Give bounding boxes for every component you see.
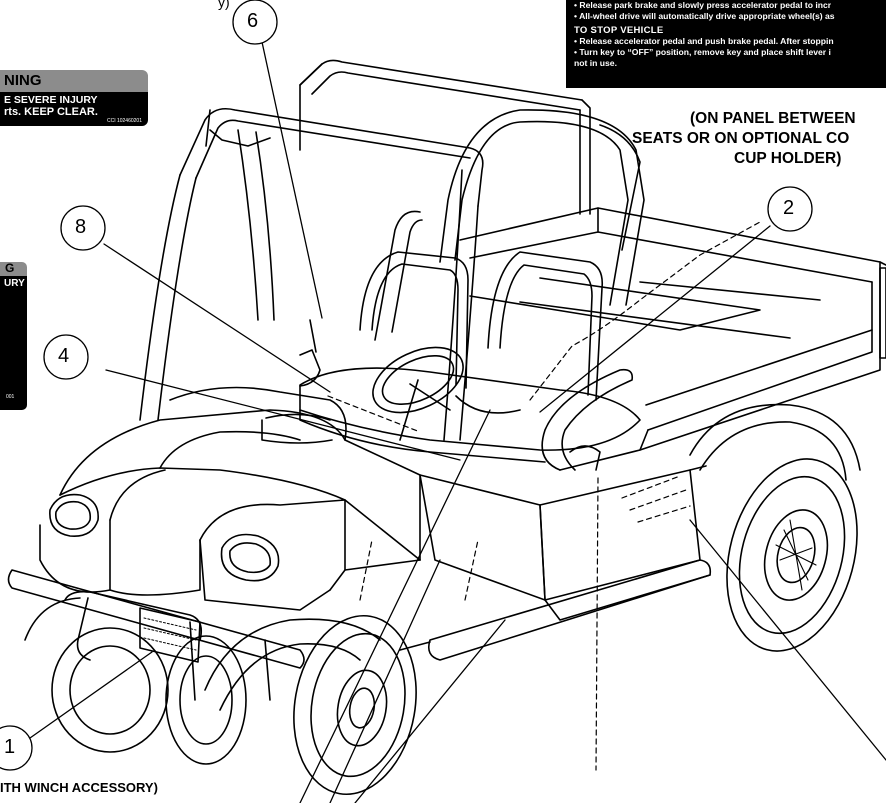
callout-number-2: 2 — [783, 197, 795, 219]
grab-bar — [541, 368, 634, 471]
rops-rear-post — [209, 129, 271, 147]
warning-decal-1: NING E SEVERE INJURY rts. KEEP CLEAR. CC… — [0, 70, 148, 126]
steering-wheel — [372, 346, 464, 414]
warning-decal-1-body: E SEVERE INJURY rts. KEEP CLEAR. CCI 102… — [0, 92, 148, 126]
leader-lines — [29, 41, 886, 803]
dashboard — [169, 386, 347, 441]
front-wheel-right-hub — [336, 669, 388, 747]
callout-circle-2 — [767, 186, 813, 232]
rear-wheel-hub — [763, 509, 829, 601]
headlight-right — [220, 533, 280, 582]
placement-note-line-2: SEATS OR ON OPTIONAL CO — [632, 130, 850, 147]
running-board — [427, 559, 712, 661]
front-fender-right — [204, 618, 381, 691]
top-partial-text: y) — [218, 0, 230, 10]
callout-number-4: 4 — [58, 345, 70, 367]
callout-circle-4 — [43, 334, 89, 380]
rops-post-center — [459, 205, 479, 441]
warning-decal-2-body: URY 001 — [0, 276, 27, 410]
rops-front-post-left — [139, 174, 181, 421]
seat-cushion — [299, 367, 641, 451]
placement-note-line-1: (ON PANEL BETWEEN — [690, 110, 856, 127]
front-wheel-left — [51, 627, 169, 753]
callout-circles — [0, 0, 813, 771]
seat-back-left — [359, 251, 469, 389]
decal-location-dashes — [327, 221, 761, 771]
front-wheel-right — [293, 614, 417, 796]
body-side-panel — [539, 469, 701, 601]
placement-note-line-3: CUP HOLDER) — [734, 150, 842, 167]
rear-fender — [689, 403, 861, 471]
winch-grille — [139, 607, 201, 663]
front-bumper — [7, 569, 305, 669]
operating-instructions-decal: • Release park brake and slowly press ac… — [566, 0, 886, 88]
callout-circle-6 — [232, 0, 278, 45]
callout-number-6: 6 — [247, 10, 259, 32]
callout-circle-8 — [60, 205, 106, 251]
rops-a-pillar-right — [599, 124, 641, 251]
callout-circle-1 — [0, 725, 33, 771]
rear-wheel — [726, 458, 858, 652]
rops-rear-frame — [179, 107, 484, 207]
front-fender-left — [24, 597, 81, 641]
seat-back-right — [487, 251, 604, 401]
winch-accessory-note: ITH WINCH ACCESSORY) — [0, 780, 158, 795]
callout-number-8: 8 — [75, 216, 87, 238]
front-hood — [59, 409, 421, 561]
callout-number-1: 1 — [4, 736, 16, 758]
headlight-left — [49, 493, 99, 537]
warning-decal-2: G URY 001 — [0, 261, 27, 410]
rops-rear-top — [299, 59, 583, 101]
warning-decal-2-header: G — [0, 261, 27, 276]
warning-decal-1-header: NING — [0, 70, 148, 92]
rops-a-pillar-left — [237, 129, 259, 321]
